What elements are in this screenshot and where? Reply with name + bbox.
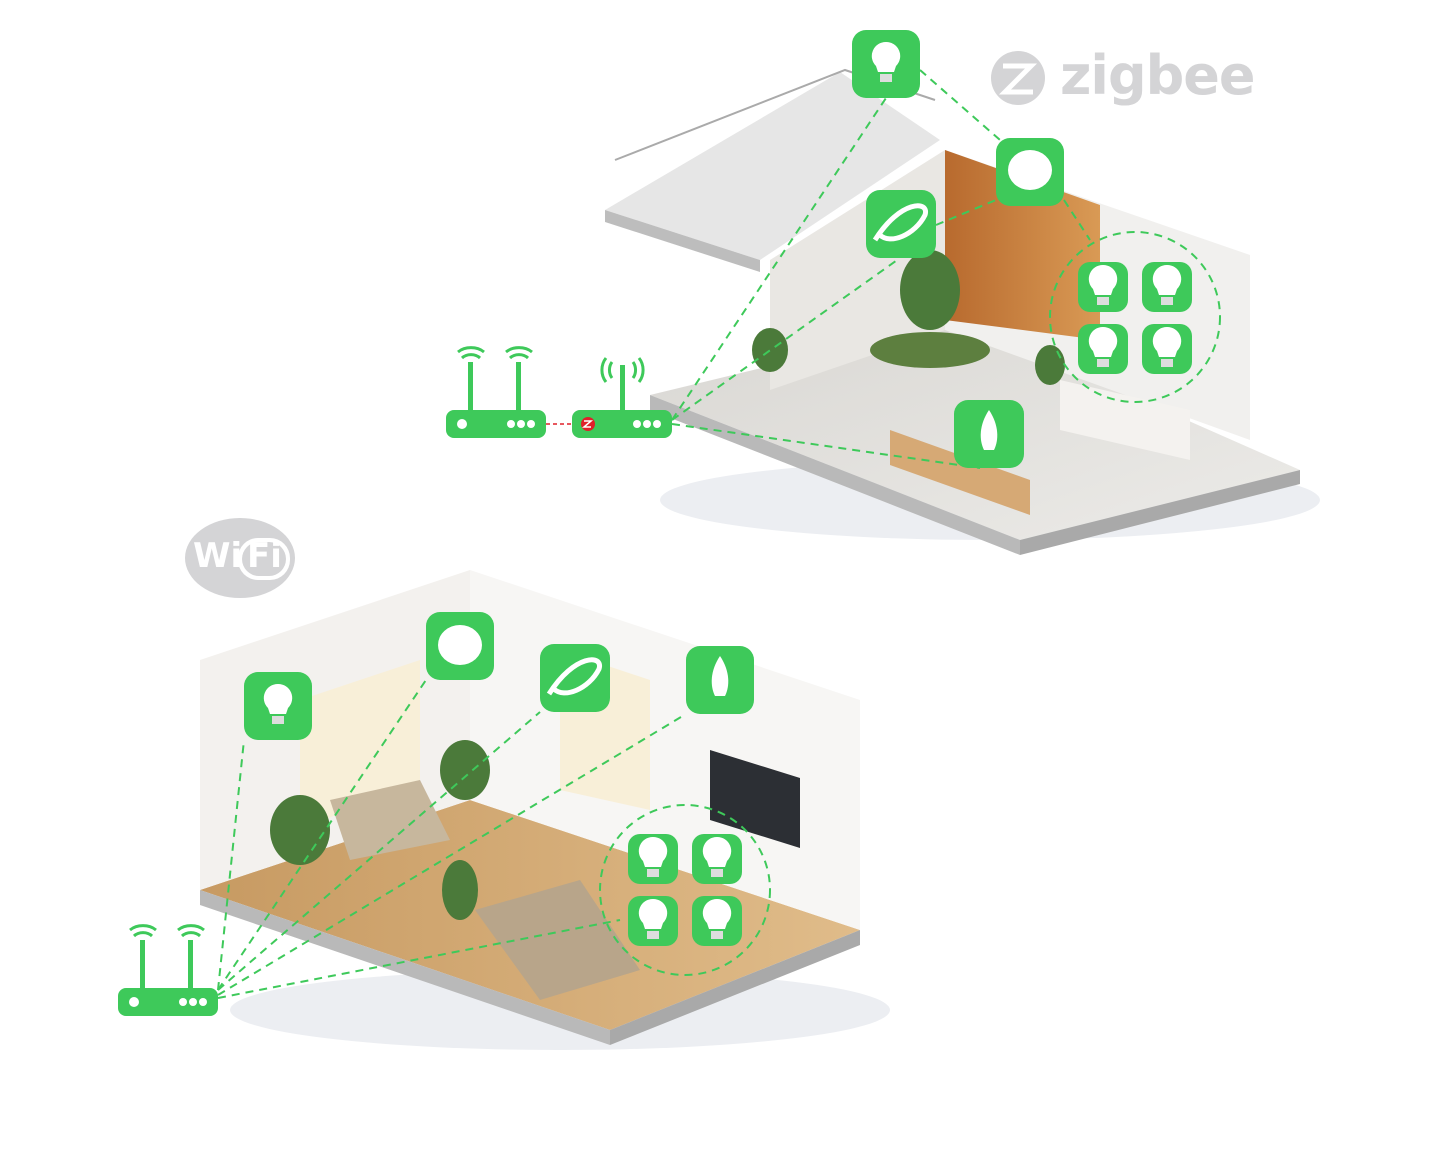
zigbee-connection-lines [671, 69, 1221, 469]
candle-bulb-tile [954, 400, 1024, 468]
bulb-tile [852, 30, 920, 98]
candle-bulb-icon [711, 656, 729, 696]
downlight-tile [426, 612, 494, 680]
candle-bulb-icon [980, 410, 998, 450]
zigbee-logo-mark [991, 51, 1045, 105]
led-strip-icon [872, 203, 928, 242]
wifi-router-icon [118, 924, 218, 1016]
bulb-group-tile [628, 834, 742, 946]
zigbee-hub-icon [572, 357, 672, 438]
led-strip-tile [540, 644, 610, 712]
bulb-group-tile [1078, 262, 1192, 374]
downlight-tile [996, 138, 1064, 206]
wifi-logo-mark [185, 518, 295, 598]
wifi-logo-text-wi: Wi [193, 536, 243, 576]
zigbee-logo-text: zigbee [1060, 44, 1255, 107]
wifi-logo-text-fi: Fi [247, 536, 282, 576]
zigbee-room-illustration [605, 68, 1320, 555]
downlight-icon [1008, 150, 1052, 190]
led-strip-tile [866, 190, 936, 258]
led-strip-icon [546, 657, 602, 696]
bulb-tile [244, 672, 312, 740]
candle-bulb-tile [686, 646, 754, 714]
wifi-router-icon [446, 346, 546, 438]
wifi-connection-lines [217, 679, 771, 999]
wifi-room-illustration [200, 570, 890, 1050]
downlight-icon [438, 625, 482, 665]
